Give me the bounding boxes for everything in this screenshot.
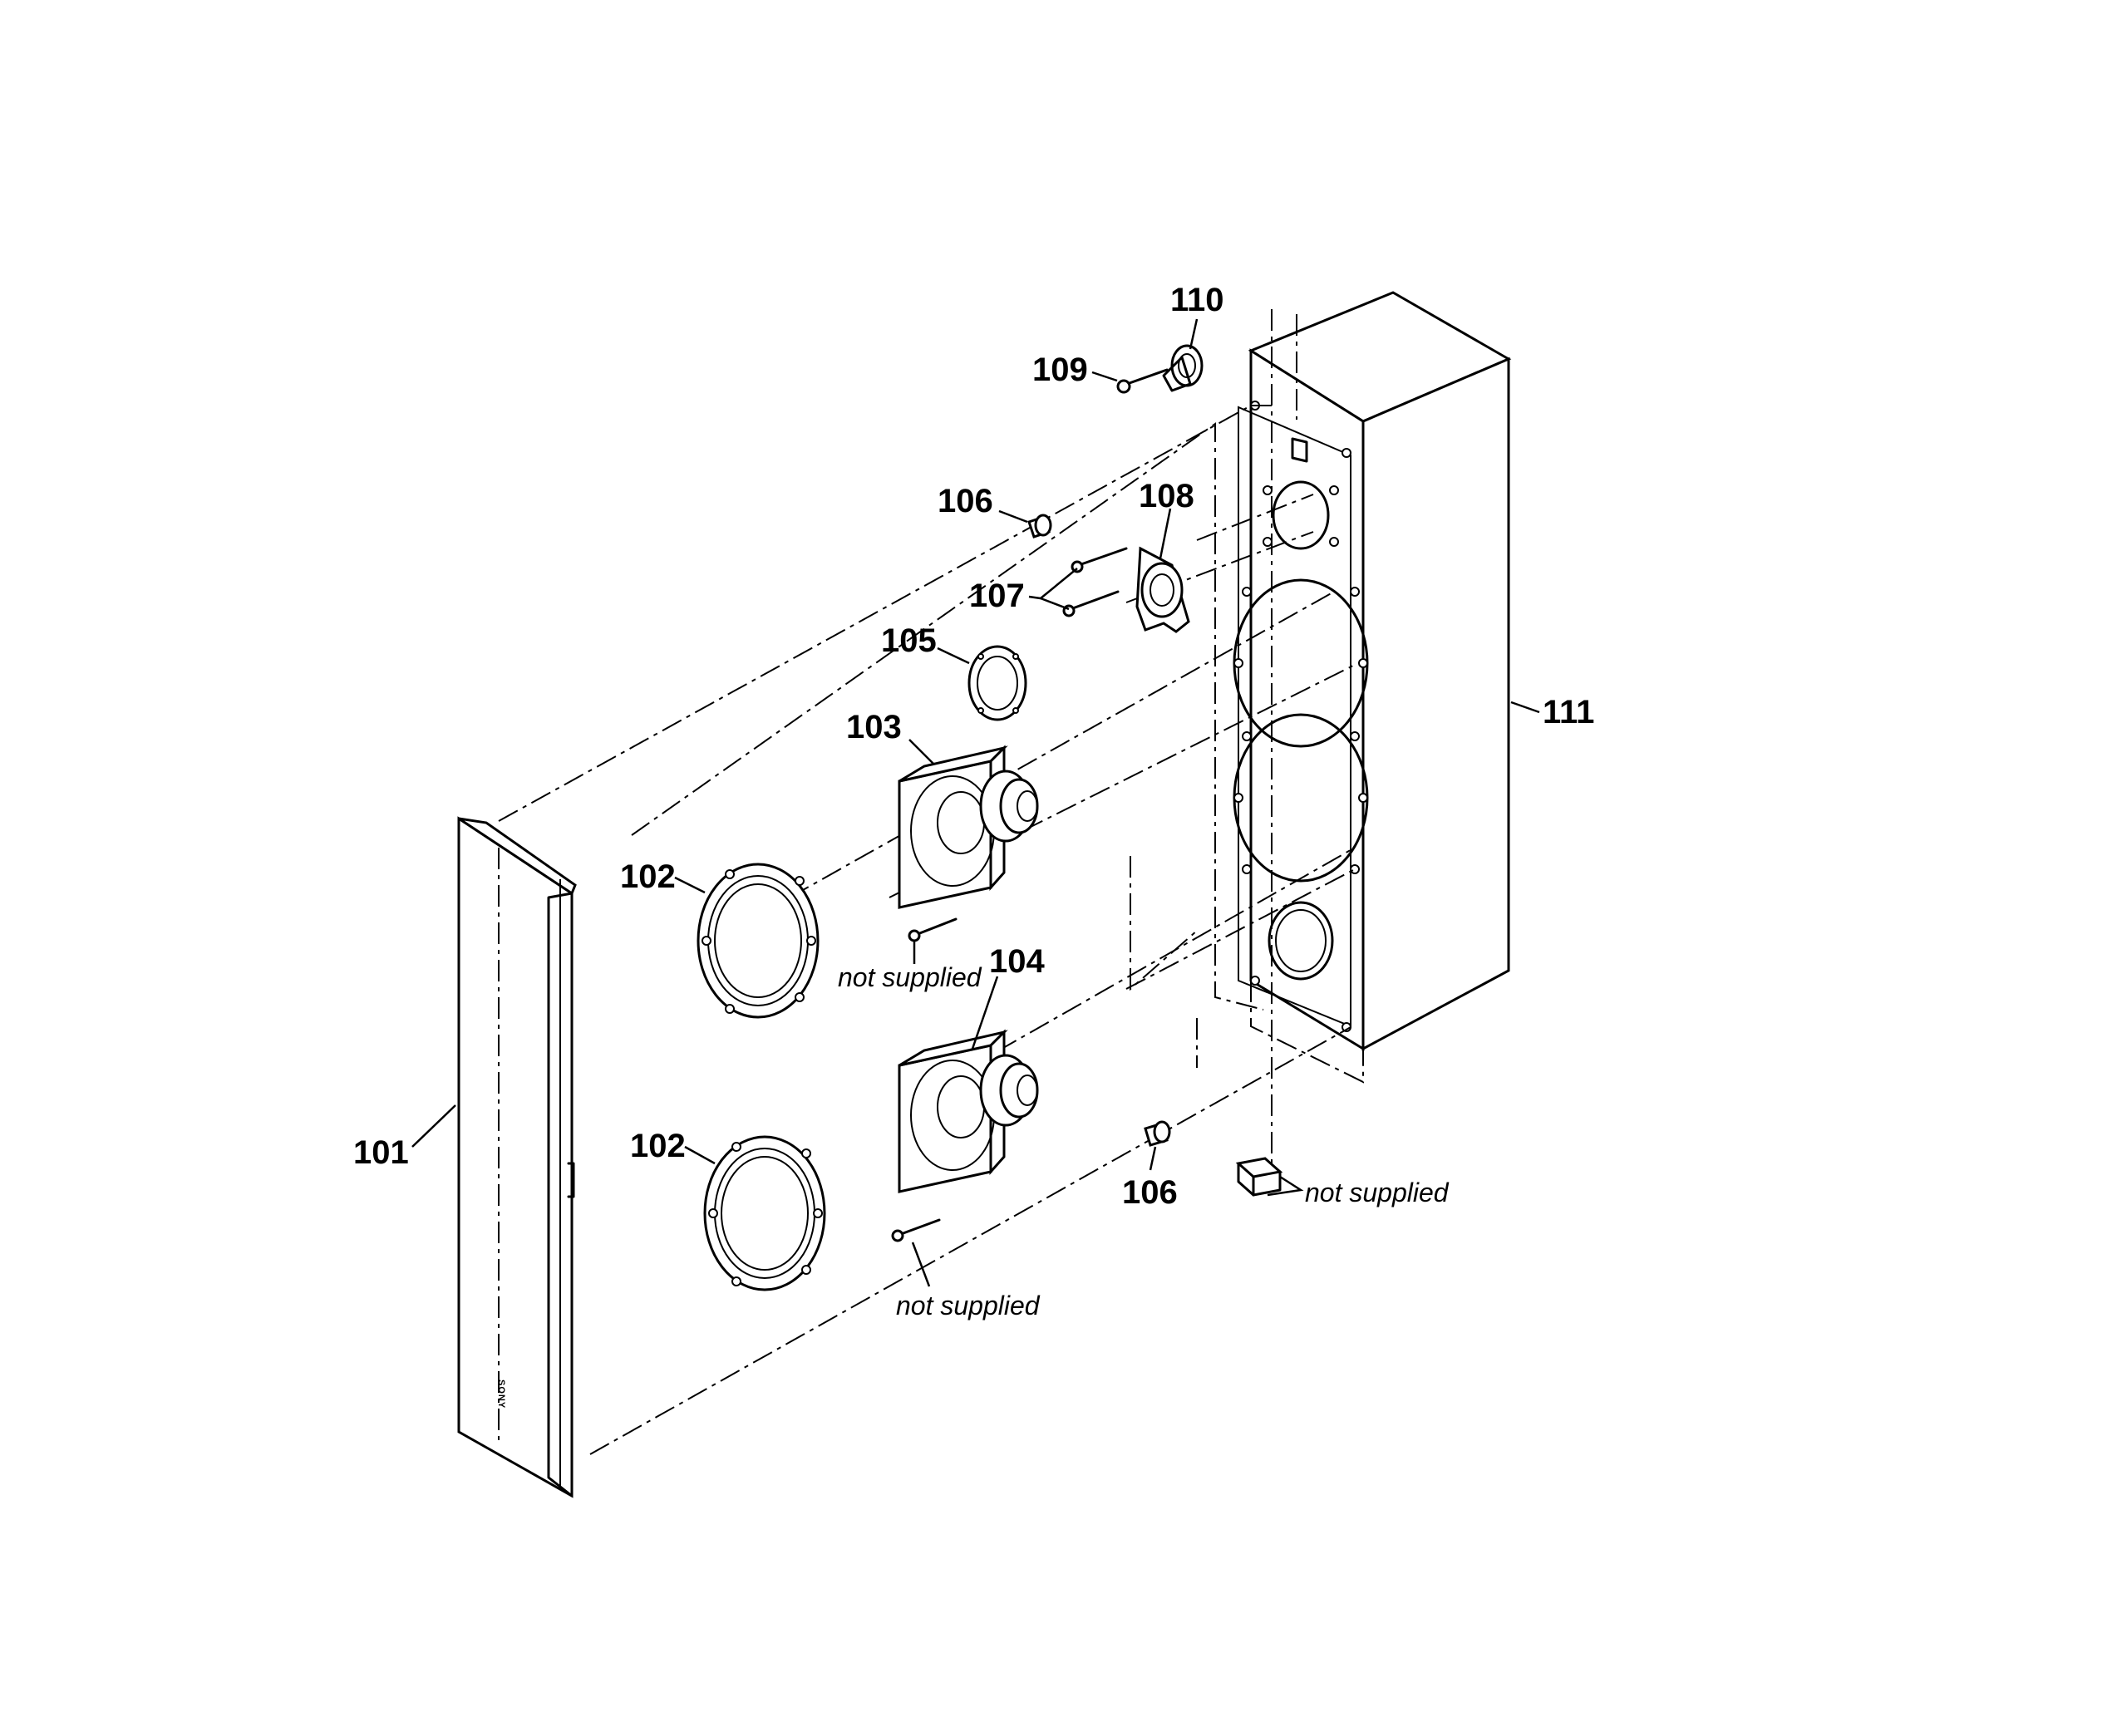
- assembly-guide-lines: [498, 309, 1356, 1455]
- front-grille-101: SONY: [457, 816, 577, 1498]
- callout-105: 105: [881, 622, 937, 659]
- baffle-screw-holes: [1233, 401, 1368, 1032]
- woofer-104: [898, 1029, 1039, 1193]
- note-not-supplied-lower: not supplied: [896, 1291, 1041, 1320]
- woofer-103: [898, 745, 1039, 909]
- terminal-106-lower: [1144, 1120, 1171, 1147]
- terminal-106-top: [1027, 514, 1052, 539]
- callout-107: 107: [969, 578, 1025, 614]
- callout-111: 111: [1543, 694, 1594, 730]
- callout-labels: 110 109 106 108 107 105 103 102 104 102 …: [353, 282, 1594, 1320]
- callout-101: 101: [353, 1134, 409, 1171]
- cabinet-111: [1233, 291, 1512, 1084]
- callout-106-lower: 106: [1122, 1174, 1178, 1211]
- screw-not-supplied-lower: [891, 1218, 941, 1242]
- callout-108: 108: [1139, 478, 1194, 514]
- screw-109: [1116, 368, 1169, 394]
- callout-103: 103: [846, 709, 902, 745]
- foot-not-supplied: [1235, 1157, 1283, 1197]
- callout-102-lower: 102: [630, 1128, 686, 1164]
- grille-logo: SONY: [496, 1379, 506, 1409]
- callout-106-top: 106: [938, 483, 993, 519]
- callout-110: 110: [1170, 282, 1224, 318]
- note-not-supplied-upper: not supplied: [838, 962, 982, 992]
- note-not-supplied-foot: not supplied: [1305, 1178, 1450, 1207]
- callout-104: 104: [989, 943, 1045, 980]
- tweeter-108: [1135, 546, 1190, 633]
- mounting-ring-102-lower: [703, 1135, 826, 1291]
- tweeter-ring-105: [967, 645, 1027, 721]
- mounting-ring-102-upper: [697, 863, 820, 1019]
- screw-not-supplied-upper: [908, 917, 958, 942]
- terminal-110: [1162, 344, 1204, 392]
- callout-109: 109: [1032, 352, 1088, 388]
- screws-107: [1062, 547, 1128, 617]
- callout-102-upper: 102: [620, 858, 676, 895]
